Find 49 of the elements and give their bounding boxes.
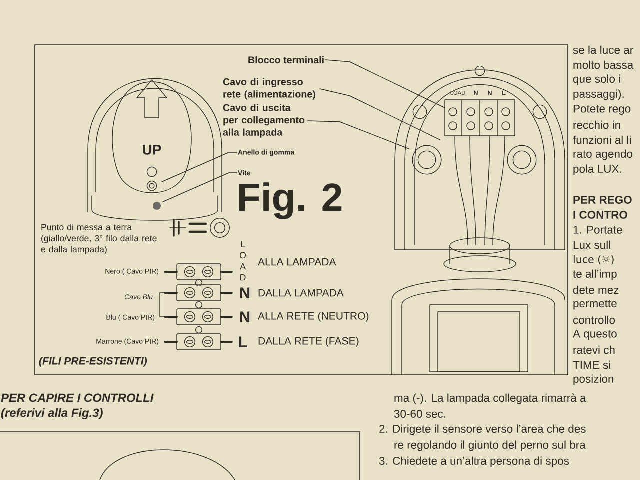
- body-text-line: funzioni al li: [573, 136, 631, 144]
- body-text-line: TIME si: [573, 360, 610, 370]
- leader-line: [308, 120, 410, 150]
- figure-title: Fig. 2: [239, 182, 342, 220]
- body-text-line: recchio in: [574, 120, 620, 130]
- note-text: (FILI PRE-ESISTENTI): [39, 357, 148, 367]
- body-text-line: molto bassa: [574, 60, 634, 70]
- body-text-line: Lux sull: [574, 240, 610, 250]
- wire-label: DALLA LAMPADA: [258, 289, 344, 297]
- body-text-line: que solo i: [573, 74, 620, 86]
- body-text-line: 1. Portate: [574, 226, 622, 234]
- note-text: Punto di messa a terra (giallo/verde, 3° filo dalla rete e dalla lampada): [41, 224, 157, 254]
- section-heading: PER CAPIRE I CONTROLLI: [1, 394, 154, 402]
- body-text-line: controllo: [573, 316, 616, 324]
- body-text-line: 2. Dirigete il sensore verso l’area che des: [380, 424, 586, 436]
- wire-label: DALLA RETE (FASE): [258, 337, 359, 347]
- body-text-line: PER REGO: [574, 196, 632, 204]
- callout-text: Cavo di ingresso rete (alimentazione): [223, 78, 316, 100]
- wire-label: ALLA LAMPADA: [258, 258, 336, 266]
- section-heading: (referivi alla Fig.3): [1, 408, 103, 420]
- body-text-line: posizion: [574, 374, 614, 386]
- body-text-line: rato agendo: [574, 150, 633, 160]
- body-text-line: luce (☼): [574, 255, 614, 265]
- body-text-line: permette: [574, 300, 617, 310]
- body-text-line: ratevi ch: [574, 346, 615, 354]
- callout-text: Cavo di uscita per collegamento alla lampada: [223, 104, 305, 138]
- body-text-line: passaggi).: [574, 90, 624, 100]
- body-text-line: Potete rego: [574, 104, 631, 116]
- leader-line: [325, 60, 446, 108]
- body-text-line: 30-60 sec.: [394, 410, 446, 418]
- body-text-line: se la luce ar: [573, 46, 634, 54]
- body-text-line: dete mez: [573, 286, 619, 294]
- body-text-line: 3. Chiedete a un’altra persona di spos: [379, 456, 570, 468]
- body-text-line: re regolando il giunto del perno sul bra: [394, 440, 586, 452]
- leader-line: [162, 172, 238, 202]
- wire-label: ALLA RETE (NEUTRO): [258, 312, 369, 322]
- leader-line: [320, 88, 440, 140]
- leader-line: [162, 152, 238, 182]
- callout-text: Blocco terminali: [248, 56, 324, 64]
- terminal-letter: L: [239, 336, 248, 348]
- body-text-line: A questo: [573, 330, 617, 340]
- body-text-line: pola LUX.: [574, 164, 622, 176]
- terminal-letter: N: [240, 288, 250, 298]
- terminal-letter: N: [240, 312, 250, 322]
- up-label: UP: [143, 145, 162, 155]
- vertical-label: LOAD: [240, 241, 246, 281]
- body-text-line: I CONTRO: [574, 211, 628, 219]
- body-text-line: ma (-). La lampada collegata rimarrà a: [394, 394, 586, 404]
- body-text-line: te all’imp: [573, 270, 617, 280]
